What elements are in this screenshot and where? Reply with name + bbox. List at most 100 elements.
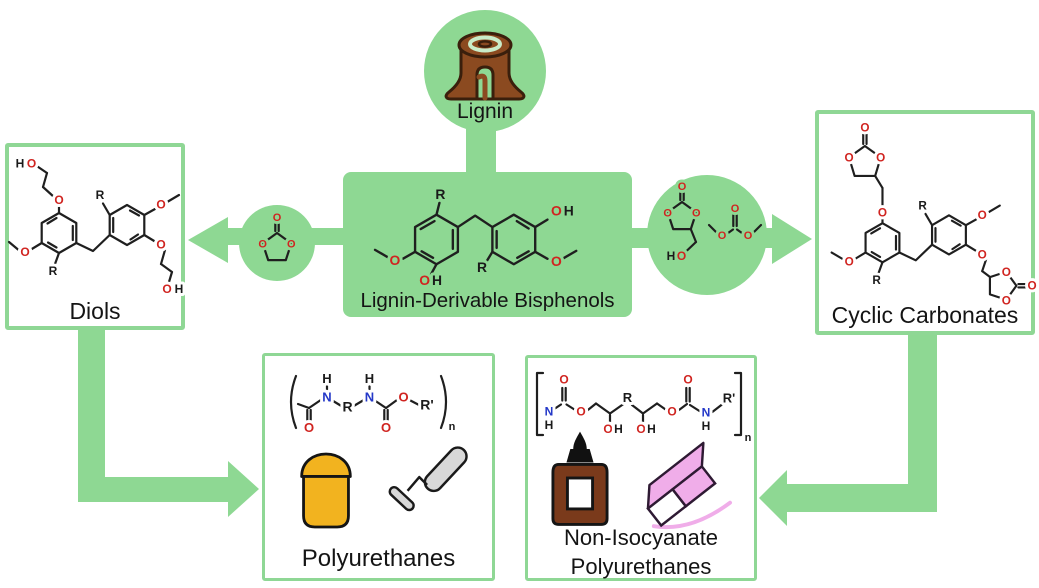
glue-cap [566, 449, 594, 463]
atom-label: H [614, 422, 623, 436]
atom-label: O [398, 390, 408, 405]
bucket-body [302, 475, 350, 529]
atom-label: O [258, 238, 267, 250]
atom-label: O [287, 238, 296, 250]
atom-label: N [322, 390, 331, 405]
ethylene-carbonate-badge [239, 205, 315, 281]
atom-label: R [872, 274, 881, 287]
atom-label: O [576, 405, 585, 419]
paint-bucket-icon [300, 452, 352, 529]
atom-label: O [603, 422, 612, 436]
atom-label: H [175, 282, 184, 296]
atom-label: O [683, 373, 692, 387]
cyclic-carbonates-label: Cyclic Carbonates [831, 302, 1019, 328]
atom-label: H [16, 157, 25, 171]
atom-label: R [342, 399, 352, 415]
pu-polymer-structure: O N H R N H O O R' n [289, 368, 459, 438]
atom-label: O [1002, 294, 1011, 307]
right-arrow-head [772, 214, 812, 264]
stump-core [477, 40, 493, 48]
atom-label: O [978, 248, 987, 261]
pu-polymer-bonds [289, 374, 448, 430]
atom-label: O [304, 420, 314, 435]
atom-label: O [551, 203, 562, 219]
atom-label: O [978, 209, 987, 222]
cyclic-carbonate-structure-drawing: O O O O O R R O O O O O [830, 118, 1039, 310]
atom-label: H [365, 371, 374, 386]
cc-to-nipu-arrow-horizontal [787, 484, 937, 512]
atom-label: N [545, 405, 554, 419]
atom-label: H [432, 272, 442, 288]
central-bisphenols-box [343, 172, 632, 317]
glue-bottle-icon [551, 431, 609, 526]
atom-label: O [27, 157, 36, 171]
atom-label: n [745, 432, 752, 444]
atom-label: R' [723, 391, 735, 406]
cyclic-carbonate-bonds [830, 133, 1029, 301]
atom-label: O [845, 256, 854, 269]
bucket-dome [300, 452, 352, 478]
atom-label: O [718, 230, 727, 242]
ethylene-carbonate-structure: O O O [255, 209, 299, 262]
atom-label: N [702, 406, 711, 420]
atom-label: R [49, 264, 58, 278]
diols-to-pu-arrow-head [228, 461, 259, 517]
polyurethanes-label: Polyurethanes [301, 545, 456, 572]
atom-label: O [731, 203, 740, 215]
atom-label: O [162, 282, 171, 296]
atom-label: O [156, 198, 165, 212]
atom-label: H [322, 371, 331, 386]
bisphenol-structure-drawing: R O O H O H O R [373, 183, 578, 291]
atom-label: O [389, 252, 400, 268]
nipu-label-line2: Polyurethanes [570, 553, 712, 579]
glycerol-carbonate-structure [666, 189, 698, 253]
glue-label [565, 476, 595, 511]
stump-root-hook [476, 73, 488, 101]
atom-label: R [918, 200, 927, 213]
atom-label: O [663, 207, 672, 219]
atom-label: O [559, 373, 568, 387]
atom-label: O [1002, 266, 1011, 279]
atom-label: O [381, 420, 391, 435]
diols-to-pu-arrow-vertical [78, 326, 105, 502]
atom-label: n [449, 421, 456, 433]
atom-label: O [876, 152, 885, 165]
diol-structure-drawing: H O O O R R O O O H [7, 154, 186, 299]
nipu-label-line1: Non-Isocyanate [563, 525, 719, 550]
diols-box [5, 143, 185, 330]
atom-label: R [96, 188, 105, 202]
nipu-polymer-bonds [535, 371, 743, 437]
atom-label: H [647, 422, 656, 436]
atom-label: O [20, 245, 29, 259]
lignin-stem [466, 126, 496, 174]
atom-label: O [54, 193, 63, 207]
central-label: Lignin-Derivable Bisphenols [360, 289, 615, 312]
atom-label: O [419, 272, 430, 288]
atom-label: O [677, 249, 686, 263]
atom-label: H [702, 419, 711, 433]
atom-label: H [564, 203, 574, 219]
paint-roller-icon [388, 446, 468, 512]
stump-body [444, 45, 526, 101]
eraser-front-pink [670, 464, 717, 508]
atom-label: R' [420, 397, 433, 413]
atom-label: H [667, 249, 676, 263]
atom-label: O [678, 181, 687, 193]
eraser-icon [646, 441, 732, 530]
atom-label: O [156, 238, 165, 252]
roller-cylinder [423, 446, 468, 493]
glue-nozzle [573, 431, 587, 449]
bisphenol-bonds [373, 201, 578, 277]
lignin-node [424, 10, 546, 132]
tree-stump-icon [444, 31, 526, 101]
carbonation-reagents-structures: O O O H O O O O [660, 178, 763, 266]
atom-label: R [477, 259, 487, 275]
atom-label: O [551, 253, 562, 269]
atom-label: O [744, 230, 753, 242]
atom-label: O [273, 212, 282, 224]
roller-frame [406, 475, 428, 492]
diols-to-pu-arrow-horizontal [78, 477, 229, 502]
dimethyl-carbonate-structure [707, 213, 763, 236]
atom-label: N [365, 390, 374, 405]
